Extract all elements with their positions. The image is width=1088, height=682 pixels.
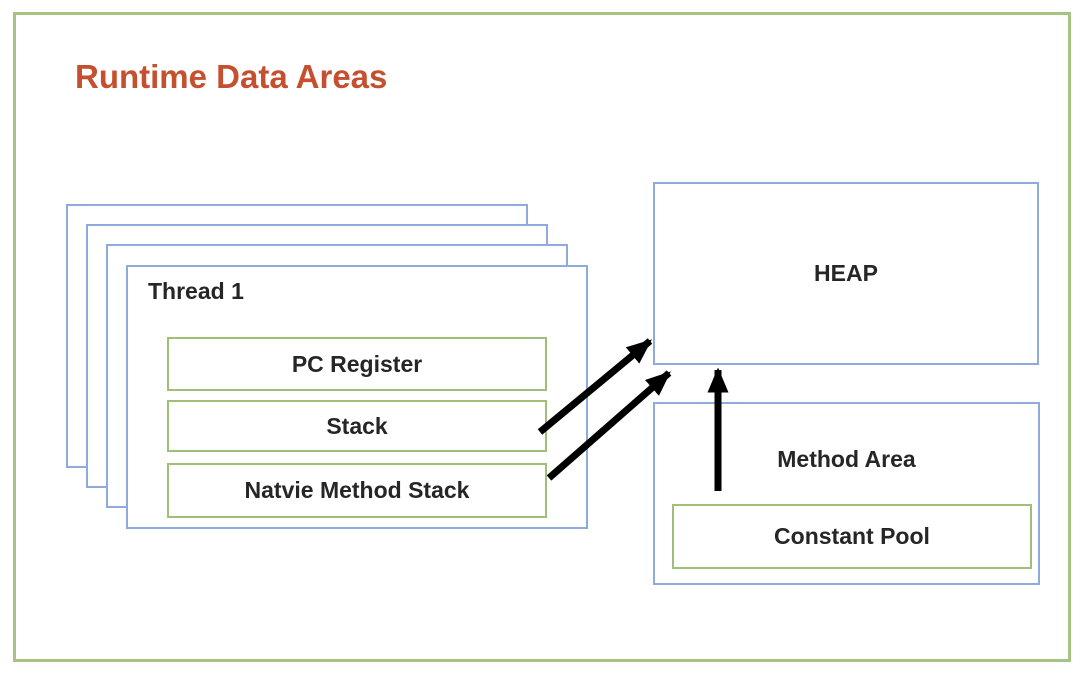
stack-box: Stack: [167, 400, 547, 452]
pc-register-box: PC Register: [167, 337, 547, 391]
heap-box: HEAP: [653, 182, 1039, 365]
thread-label: Thread 1: [148, 278, 244, 304]
constant-pool-box: Constant Pool: [672, 504, 1032, 569]
thread-card: Thread 1 PC Register Stack Natvie Method…: [126, 265, 588, 529]
heap-label: HEAP: [814, 260, 878, 286]
method-area-label: Method Area: [777, 446, 916, 472]
native-method-stack-box: Natvie Method Stack: [167, 463, 547, 518]
diagram-title: Runtime Data Areas: [75, 58, 388, 95]
method-area-box: Method Area Constant Pool: [653, 402, 1040, 585]
